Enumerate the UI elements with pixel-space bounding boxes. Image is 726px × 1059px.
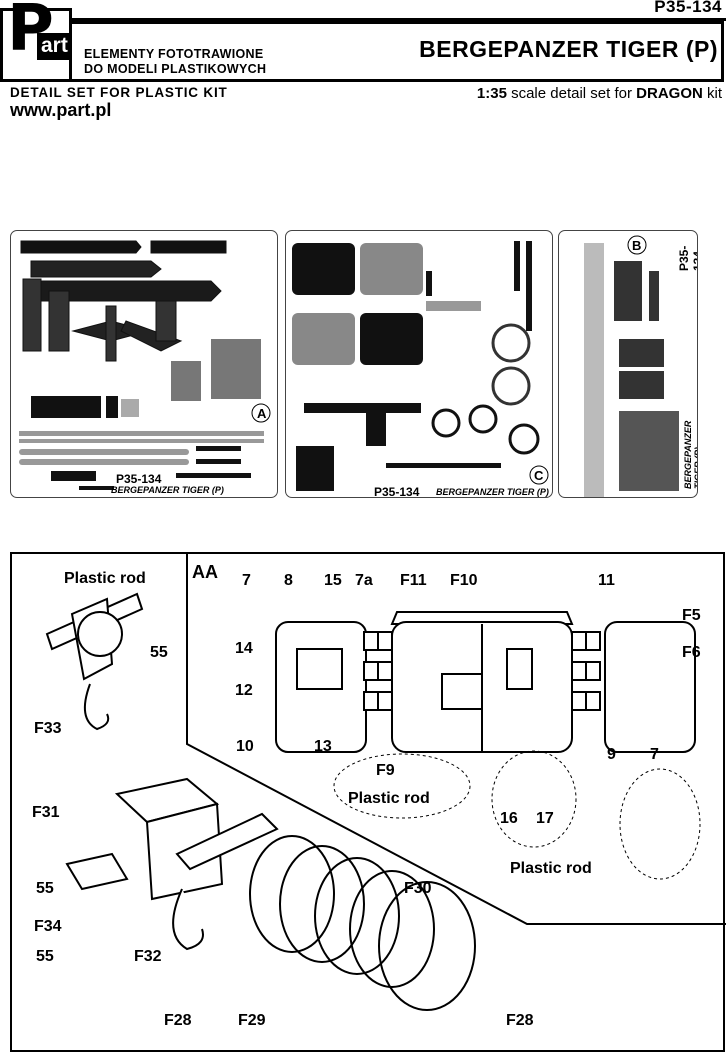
fret-a-code: P35-134 <box>116 472 162 486</box>
label-f10: F10 <box>450 572 478 589</box>
label-15: 15 <box>324 572 342 589</box>
label-55b: 55 <box>36 880 54 897</box>
label-f34: F34 <box>34 918 62 935</box>
label-12: 12 <box>235 682 253 699</box>
fret-c-badge: C <box>534 468 544 483</box>
label-plastic-rod-mid: Plastic rod <box>348 790 430 807</box>
label-f28b: F28 <box>506 1012 534 1029</box>
product-title: BERGEPANZER TIGER (P) <box>419 36 718 62</box>
label-f9: F9 <box>376 762 395 779</box>
label-f33: F33 <box>34 720 62 737</box>
instruction-panel: AA Plastic rod 55 F33 7 8 15 7a F11 F10 … <box>10 552 726 1052</box>
fret-b-parts: B <box>584 235 679 497</box>
english-subtitle: DETAIL SET FOR PLASTIC KIT <box>10 85 228 100</box>
brand-name: DRAGON <box>636 85 703 102</box>
fret-a: A P35-134 BERGEPANZER TIGER (P) <box>10 230 278 498</box>
label-7: 7 <box>242 572 251 589</box>
label-f30: F30 <box>404 880 432 897</box>
top-rule <box>60 18 726 21</box>
label-17: 17 <box>536 810 554 827</box>
scale-value: 1:35 <box>476 85 507 102</box>
label-f5: F5 <box>682 607 701 624</box>
product-code: P35-134 <box>654 0 722 16</box>
fret-b-badge: B <box>632 238 641 253</box>
label-f29: F29 <box>238 1012 266 1029</box>
label-f6: F6 <box>682 644 701 661</box>
part-logo: P art <box>0 0 72 82</box>
fret-b-code: P35-134 <box>677 245 698 271</box>
kit-word: kit <box>702 85 722 102</box>
label-7a: 7a <box>355 572 373 589</box>
label-7b: 7 <box>650 746 659 763</box>
scale-line: 1:35 scale detail set for DRAGON kit <box>477 85 722 102</box>
fret-a-badge: A <box>257 406 267 421</box>
header-frame <box>72 21 724 82</box>
polish-subtitle-2: DO MODELI PLASTIKOWYCH <box>84 62 267 76</box>
label-f28a: F28 <box>164 1012 192 1029</box>
label-8: 8 <box>284 572 293 589</box>
label-55a: 55 <box>150 644 168 661</box>
fret-c: C P35-134 BERGEPANZER TIGER (P) <box>285 230 553 498</box>
fret-b-name: BERGEPANZER TIGER (P) <box>683 420 698 489</box>
label-11: 11 <box>598 572 615 589</box>
label-f32: F32 <box>134 948 162 965</box>
label-10: 10 <box>236 738 254 755</box>
fret-b: B P35-134 BERGEPANZER TIGER (P) <box>558 230 698 498</box>
logo-art: art <box>37 33 72 60</box>
label-plastic-rod-top: Plastic rod <box>64 570 146 587</box>
scale-text: scale detail set for <box>506 85 637 102</box>
label-16: 16 <box>500 810 518 827</box>
instruction-drawing <box>45 554 726 1011</box>
label-13: 13 <box>314 738 332 755</box>
fret-c-code: P35-134 <box>374 485 420 498</box>
label-plastic-rod-right: Plastic rod <box>510 860 592 877</box>
fret-c-parts: C <box>292 241 549 491</box>
polish-subtitle-1: ELEMENTY FOTOTRAWIONE <box>84 47 264 61</box>
website-link[interactable]: www.part.pl <box>10 100 112 120</box>
fret-a-parts: A <box>19 240 271 490</box>
section-label: AA <box>192 562 218 582</box>
label-55c: 55 <box>36 948 54 965</box>
fret-a-name: BERGEPANZER TIGER (P) <box>111 485 224 495</box>
label-f31: F31 <box>32 804 60 821</box>
fret-c-name: BERGEPANZER TIGER (P) <box>436 487 549 497</box>
label-9: 9 <box>607 746 616 763</box>
label-f11: F11 <box>400 572 427 589</box>
label-14: 14 <box>235 640 253 657</box>
